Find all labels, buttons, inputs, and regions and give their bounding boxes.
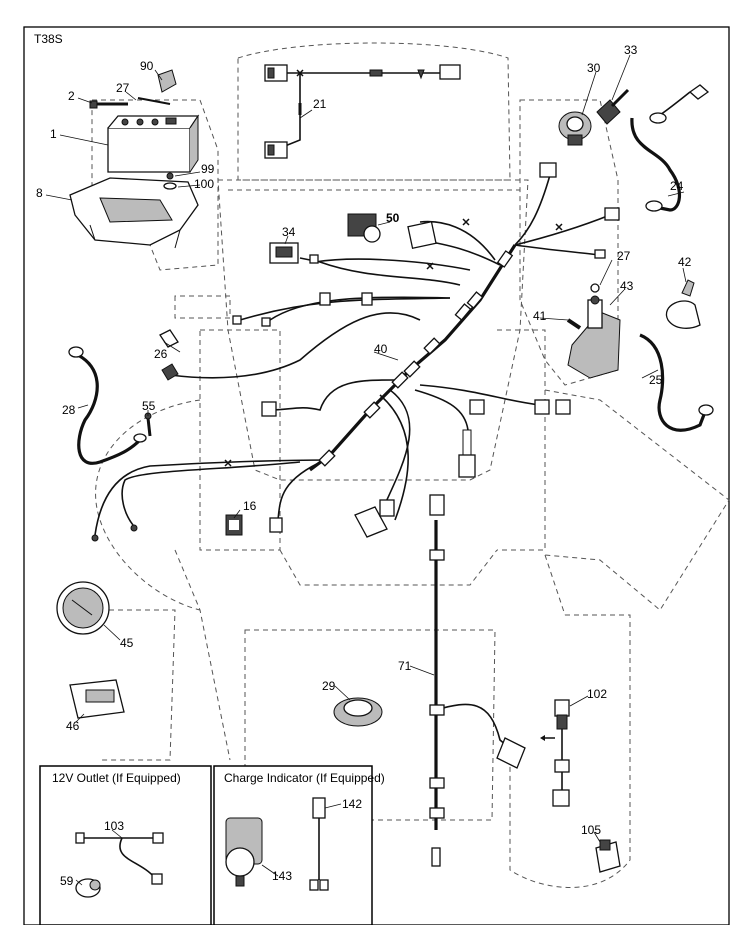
screw-55 — [144, 412, 152, 437]
harness-connectors — [91, 162, 620, 542]
callout-26: 26 — [154, 347, 168, 361]
inset-12v-outlet: 12V Outlet (If Equipped) — [39, 765, 212, 926]
callout-8: 8 — [36, 186, 43, 200]
hourmeter-45 — [56, 581, 110, 635]
callout-24: 24 — [670, 179, 684, 193]
harness-21 — [264, 64, 461, 159]
cable-24 — [630, 84, 710, 212]
boot-42 — [665, 279, 701, 329]
callout-103: 103 — [104, 819, 124, 833]
callout-34: 34 — [282, 225, 296, 239]
callout-55: 55 — [142, 399, 156, 413]
callout-27: 27 — [116, 81, 130, 95]
callout-50: 50 — [386, 211, 400, 225]
battery-1 — [107, 114, 200, 173]
fuse-26 — [159, 329, 179, 348]
callout-99: 99 — [201, 162, 215, 176]
callout-143: 143 — [272, 869, 292, 883]
callout-100: 100 — [194, 177, 214, 191]
callout-40: 40 — [374, 342, 388, 356]
callout-2: 2 — [68, 89, 75, 103]
callout-27b: 27 — [617, 249, 631, 263]
callout-21: 21 — [313, 97, 327, 111]
inset-12v-title: 12V Outlet (If Equipped) — [52, 771, 181, 785]
switch-50 — [347, 213, 381, 243]
splice-marks — [224, 69, 563, 467]
callout-42: 42 — [678, 255, 692, 269]
model-code: T38S — [34, 32, 63, 46]
harness-71 — [429, 494, 526, 867]
harness-102 — [540, 699, 570, 807]
sensor-105 — [595, 839, 621, 873]
callout-90: 90 — [140, 59, 154, 73]
relay-plate — [407, 220, 437, 250]
cable-25 — [639, 333, 714, 432]
leader-lines — [45, 54, 687, 886]
callout-102: 102 — [587, 687, 607, 701]
battery-hardware — [89, 69, 177, 190]
callout-29: 29 — [322, 679, 336, 693]
callout-28: 28 — [62, 403, 76, 417]
callout-45: 45 — [120, 636, 134, 650]
switch-34 — [269, 242, 299, 264]
key-33 — [596, 88, 630, 125]
callout-30: 30 — [587, 61, 601, 75]
callout-59: 59 — [60, 874, 74, 888]
harness-clips — [318, 250, 571, 467]
cable-28 — [68, 346, 147, 465]
callouts: 90 2 27 1 8 99 100 21 30 33 24 34 50 27 … — [36, 43, 692, 888]
callout-1: 1 — [50, 127, 57, 141]
callout-41: 41 — [533, 309, 547, 323]
callout-105: 105 — [581, 823, 601, 837]
callout-46: 46 — [66, 719, 80, 733]
callout-25: 25 — [649, 373, 663, 387]
inset-charge-title: Charge Indicator (If Equipped) — [224, 771, 385, 785]
callout-33: 33 — [624, 43, 638, 57]
battery-tray-8 — [69, 177, 199, 249]
relay-16 — [225, 514, 243, 536]
callout-142: 142 — [342, 797, 362, 811]
callout-71: 71 — [398, 659, 412, 673]
callout-16: 16 — [243, 499, 257, 513]
solenoid-43 — [567, 283, 621, 379]
ignition-switch-30 — [558, 111, 592, 146]
callout-43: 43 — [620, 279, 634, 293]
inset-charge-indicator: Charge Indicator (If Equipped) — [213, 765, 385, 926]
grommet-29 — [333, 697, 383, 727]
hourmeter-46 — [69, 679, 125, 719]
bolt-41 — [566, 318, 582, 330]
